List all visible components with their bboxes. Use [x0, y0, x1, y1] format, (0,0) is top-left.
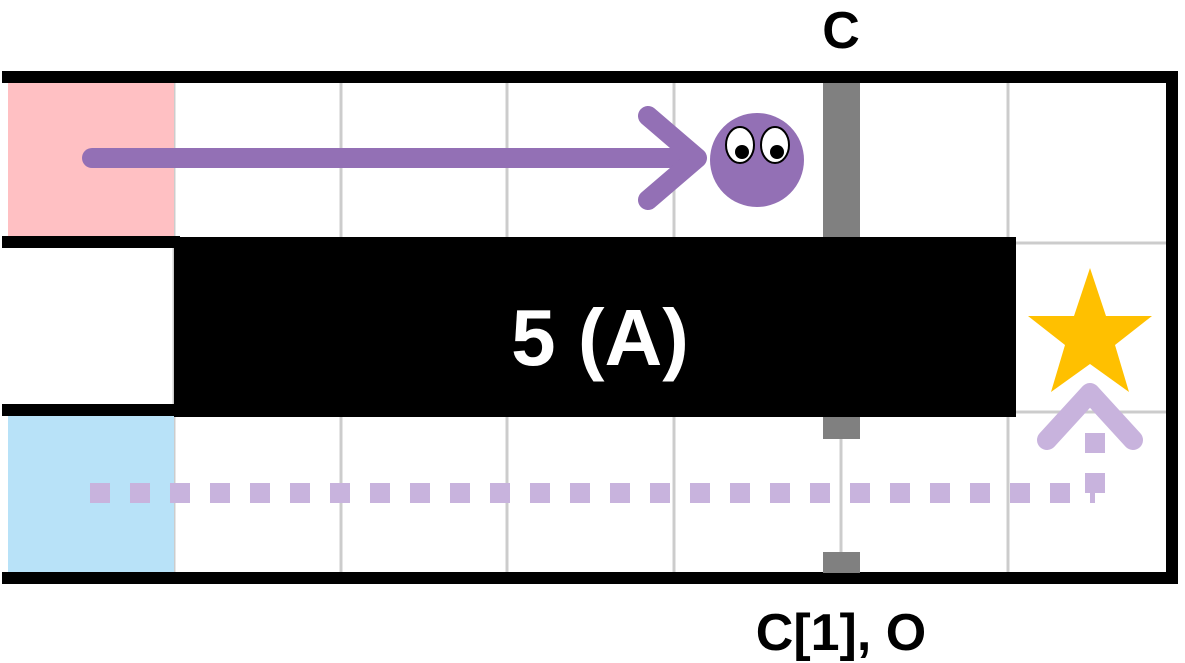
outer-walls: [2, 71, 1178, 584]
obstacle-block: [174, 237, 1016, 417]
gates: [823, 83, 860, 573]
middle-gate-stub: [823, 417, 860, 439]
top-wall-label: C: [822, 2, 860, 60]
top-gate: [823, 83, 860, 237]
bottom-wall-label: C[1], O: [756, 604, 926, 662]
obstacle-label: 5 (A): [511, 293, 689, 382]
alternative-path-arrowhead: [1037, 383, 1143, 450]
bottom-gate-stub: [823, 552, 860, 573]
alternative-path: [90, 432, 1105, 503]
main-path-arrow: [82, 106, 707, 210]
goal-star-icon: [1028, 268, 1152, 392]
agent-icon: [710, 113, 804, 207]
